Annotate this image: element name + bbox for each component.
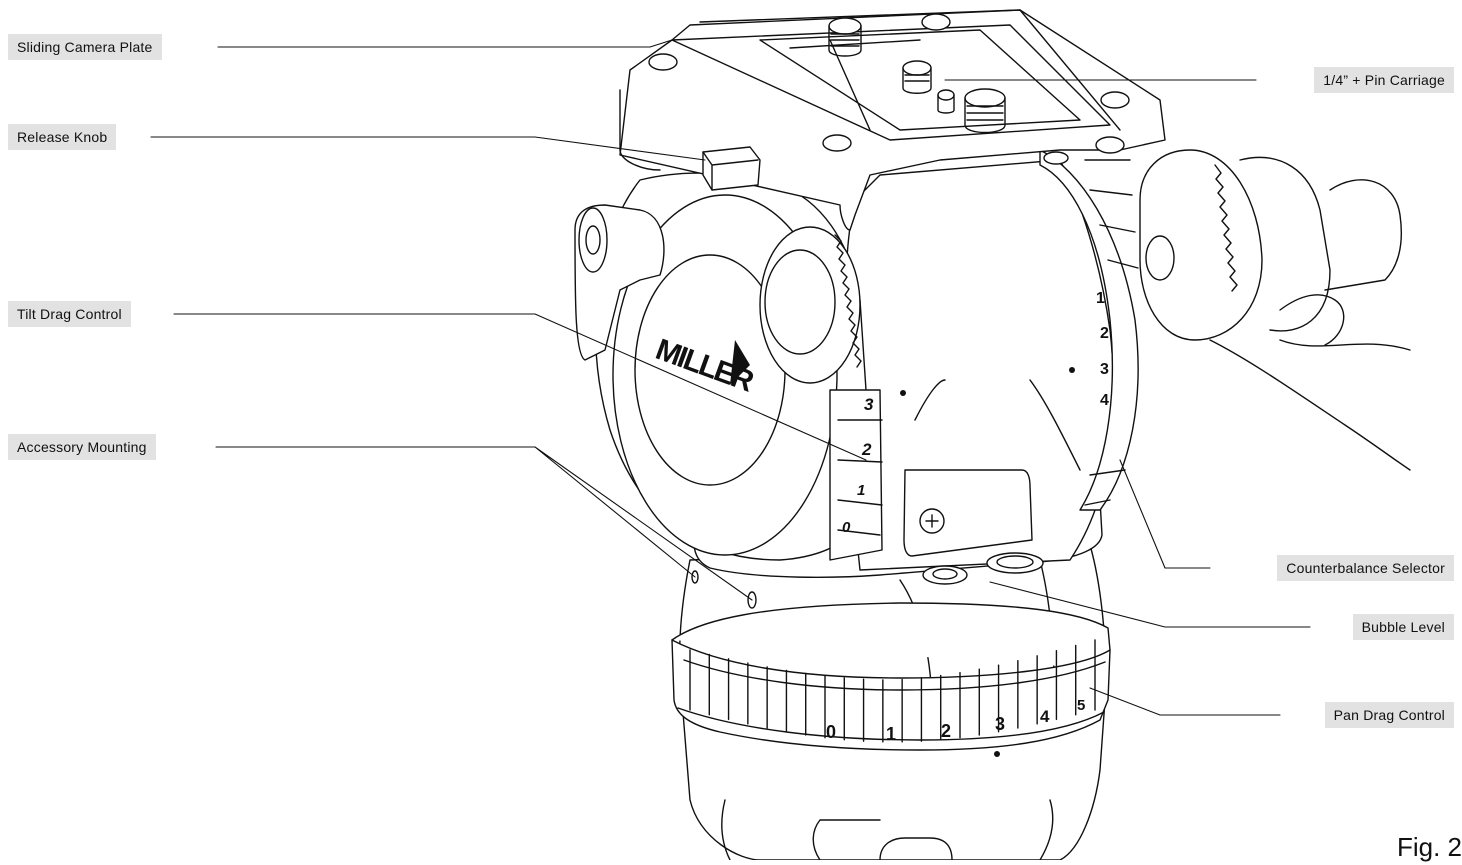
callout-tilt-drag-control: Tilt Drag Control: [8, 301, 131, 327]
pan-dial-number: 2: [941, 721, 951, 741]
counterbalance-dial: 1 2 3 4: [1039, 149, 1139, 511]
bubble-level: [922, 552, 1044, 585]
tilt-dial-number: 0: [842, 519, 851, 536]
counterbalance-number: 1: [1096, 290, 1105, 307]
leader-pan-drag-control: [1089, 687, 1281, 716]
pan-dial-number: 4: [1040, 707, 1050, 726]
leader-tilt-drag-control: [173, 313, 867, 461]
callout-release-knob: Release Knob: [8, 124, 117, 150]
tilt-dial-number: 3: [864, 395, 874, 414]
pan-drag-ring: [671, 602, 1111, 751]
callout-bubble-level: Bubble Level: [1352, 614, 1454, 640]
leader-counterbalance-selector: [1119, 459, 1211, 569]
pan-dial-number: 1: [886, 724, 896, 744]
tilt-dial-number: 2: [861, 440, 872, 459]
callout-accessory-mounting: Accessory Mounting: [8, 434, 156, 460]
leader-sliding-camera-plate: [217, 39, 673, 48]
pan-dial-number: 0: [826, 722, 836, 742]
tilt-dial-scale: 3 2 1 0: [829, 389, 883, 561]
figure-label: Fig. 2: [1396, 832, 1462, 862]
counterbalance-number: 4: [1100, 392, 1109, 409]
tilt-drag-knob: [759, 226, 862, 384]
pan-dial-number: 5: [1077, 697, 1085, 714]
pan-dial-scale: 0 1 2 3 4 5: [826, 697, 1085, 744]
counterbalance-number: 3: [1100, 361, 1109, 378]
pan-dial-number: 3: [995, 714, 1005, 734]
leader-bubble-level: [989, 581, 1311, 628]
leader-accessory-mounting: [215, 446, 753, 601]
release-knob-part: [702, 146, 761, 191]
pin-carriage-screws: [828, 17, 1006, 134]
callout-pan-drag-control: Pan Drag Control: [1324, 702, 1454, 728]
pan-bar-clamp-right: [1139, 149, 1411, 471]
callout-pin-carriage: 1/4” + Pin Carriage: [1314, 67, 1454, 93]
marker-dot: [994, 751, 1000, 757]
marker-dot: [900, 390, 906, 396]
callout-counterbalance-selector: Counterbalance Selector: [1277, 555, 1454, 581]
counterbalance-number: 2: [1100, 325, 1109, 342]
panel-screw: [919, 508, 945, 534]
callout-sliding-camera-plate: Sliding Camera Plate: [8, 34, 162, 60]
leader-lines: [150, 39, 1311, 716]
leader-release-knob: [150, 136, 706, 161]
pan-handle-clamp-left: [574, 204, 665, 361]
marker-dot: [1069, 367, 1075, 373]
tilt-dial-number: 1: [857, 482, 865, 499]
